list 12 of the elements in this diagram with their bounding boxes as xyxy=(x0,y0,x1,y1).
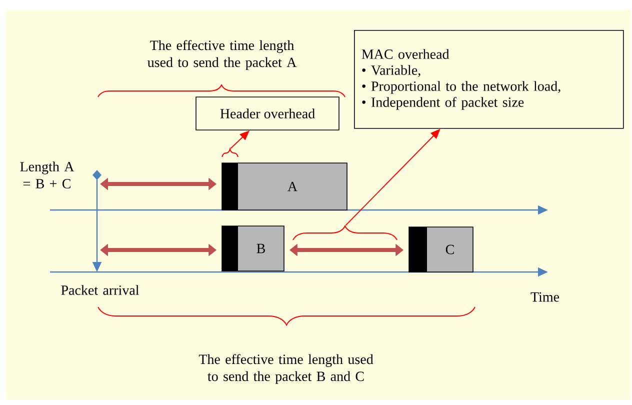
text-label: Packet arrival xyxy=(61,285,139,295)
brace xyxy=(292,226,398,240)
packet-box: A xyxy=(222,162,348,210)
label-box: Header overhead xyxy=(196,96,340,130)
callout-box: MAC overhead • Variable, • Proportional to the network load, • Independent of packet size xyxy=(354,30,624,129)
text-label: Length A = B + C xyxy=(20,162,74,188)
brace xyxy=(222,148,238,158)
text-label: The effective time length used to send the packet B and C xyxy=(198,354,374,384)
text-label: The effective time length used to send the packet A xyxy=(148,40,297,70)
packet-box: B xyxy=(222,226,284,272)
packet-box: C xyxy=(408,226,474,272)
text-label: Time xyxy=(530,292,560,302)
